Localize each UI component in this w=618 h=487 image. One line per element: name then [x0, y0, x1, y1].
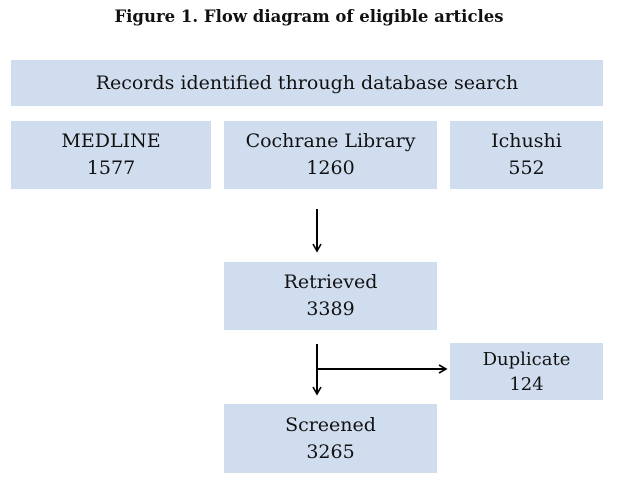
screened-label: Screened [285, 413, 376, 436]
source-name-ichushi: Ichushi [491, 130, 562, 152]
screened-count: 3265 [306, 440, 355, 463]
duplicate-label: Duplicate [482, 348, 571, 370]
screened-box: Screened 3265 [224, 404, 437, 473]
source-name-cochrane: Cochrane Library [245, 130, 416, 152]
source-box-cochrane: Cochrane Library 1260 [224, 121, 437, 189]
retrieved-count: 3389 [306, 298, 355, 320]
source-box-medline: MEDLINE 1577 [11, 121, 211, 189]
source-count-cochrane: 1260 [306, 157, 355, 179]
duplicate-count: 124 [509, 373, 544, 395]
figure-title: Figure 1. Flow diagram of eligible artic… [114, 7, 504, 26]
records-identified-box: Records identified through database sear… [11, 60, 603, 106]
retrieved-label: Retrieved [283, 271, 378, 293]
records-identified-label: Records identified through database sear… [95, 71, 519, 94]
source-box-ichushi: Ichushi 552 [450, 121, 603, 189]
source-count-medline: 1577 [86, 157, 136, 179]
retrieved-box: Retrieved 3389 [224, 262, 437, 330]
duplicate-box: Duplicate 124 [450, 343, 603, 400]
source-name-medline: MEDLINE [61, 130, 161, 152]
source-count-ichushi: 552 [508, 157, 545, 179]
